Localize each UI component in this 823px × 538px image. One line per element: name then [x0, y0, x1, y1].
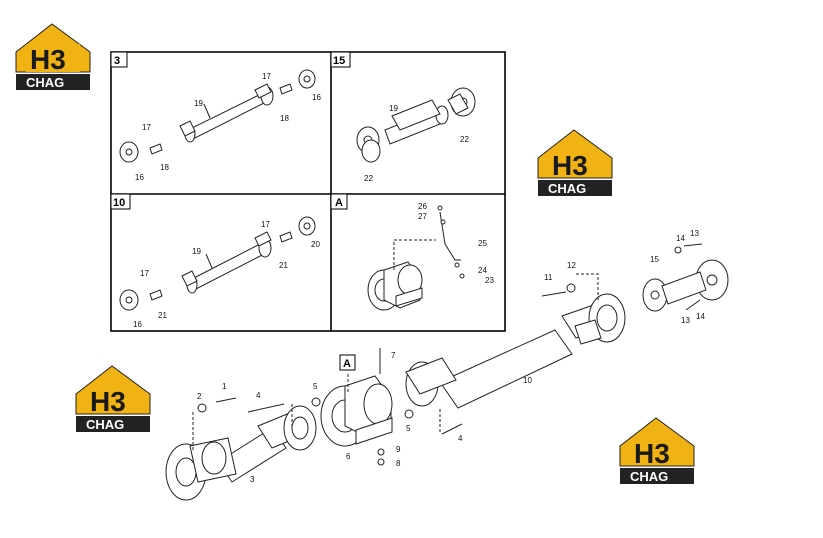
part-number: 17: [140, 269, 149, 278]
part-number: 11: [544, 273, 553, 282]
part-number: 9: [396, 445, 401, 454]
part-number: 16: [312, 93, 321, 102]
part-number: 19: [389, 104, 398, 113]
part-number: 25: [478, 239, 487, 248]
panel-tag-3: 3: [110, 51, 128, 68]
logo-letters: H3: [30, 44, 66, 75]
part-number: 8: [396, 459, 401, 468]
panel-3-label: 3: [114, 55, 120, 67]
labels-p15: 19 22 22: [364, 104, 469, 183]
part-number: 4: [458, 434, 463, 443]
part-number: 7: [391, 351, 396, 360]
labels-p10: 17 19 20 21 17 21 16: [133, 220, 320, 329]
part-number: 26: [418, 202, 427, 211]
labels-p3: 17 19 16 18 17 18 16: [135, 72, 321, 182]
part-number: 23: [485, 276, 494, 285]
panel-tag-A: A: [330, 193, 348, 210]
panel-15-label: 15: [333, 55, 345, 67]
part-number: 4: [256, 391, 261, 400]
logo-letters: H3: [634, 438, 670, 469]
logo-text: CHAG: [86, 417, 124, 432]
panel-A-label: A: [335, 197, 343, 209]
part-number: 20: [311, 240, 320, 249]
panel-15-shaft: [356, 87, 476, 163]
part-number: 18: [160, 163, 169, 172]
logo-letters: H3: [90, 386, 126, 417]
part-number: 27: [418, 212, 427, 221]
part-number: 14: [676, 234, 685, 243]
part-number: 14: [696, 312, 705, 321]
part-number: 16: [133, 320, 142, 329]
part-number: 5: [313, 382, 318, 391]
panel-3-shaft: [119, 69, 316, 163]
main-callout-A: A: [339, 354, 356, 371]
logo-text: CHAG: [548, 181, 586, 196]
brand-logo: H3 CHAG: [75, 365, 151, 432]
part-number: 17: [262, 72, 271, 81]
part-number: 13: [690, 229, 699, 238]
panel-10-shaft: [119, 216, 316, 311]
part-number: 21: [279, 261, 288, 270]
part-number: 12: [567, 261, 576, 270]
panel-10-label: 10: [113, 197, 125, 209]
part-number: 17: [142, 123, 151, 132]
logo-text: CHAG: [26, 75, 64, 90]
panel-grid: [110, 51, 506, 332]
part-number: 18: [280, 114, 289, 123]
part-number: 13: [681, 316, 690, 325]
panel-tag-10: 10: [110, 193, 131, 210]
part-number: 2: [197, 392, 202, 401]
part-number: 22: [460, 135, 469, 144]
logo-letters: H3: [552, 150, 588, 181]
part-number: 16: [135, 173, 144, 182]
part-number: 17: [261, 220, 270, 229]
part-number: 1: [222, 382, 227, 391]
part-number: 3: [250, 475, 255, 484]
brand-logo: H3 CHAG: [537, 129, 613, 196]
brand-logo: H3 CHAG: [15, 23, 91, 90]
main-callout-A-label: A: [343, 358, 351, 370]
part-number: 21: [158, 311, 167, 320]
panel-tag-15: 15: [330, 51, 351, 68]
part-number: 15: [650, 255, 659, 264]
part-number: 10: [523, 376, 532, 385]
part-number: 22: [364, 174, 373, 183]
part-number: 19: [192, 247, 201, 256]
brand-logo: H3 CHAG: [619, 417, 695, 484]
logo-text: CHAG: [630, 469, 668, 484]
labels-main: 14 13 15 11 12 13 14 7 1 2 4 5 10 6 5 4 …: [197, 229, 705, 484]
part-number: 5: [406, 424, 411, 433]
part-number: 6: [346, 452, 351, 461]
panel-A-bearing: [367, 205, 465, 311]
part-number: 19: [194, 99, 203, 108]
main-assembly: [165, 243, 729, 501]
part-number: 24: [478, 266, 487, 275]
labels-pA: 26 27 25 24 23: [418, 202, 494, 285]
